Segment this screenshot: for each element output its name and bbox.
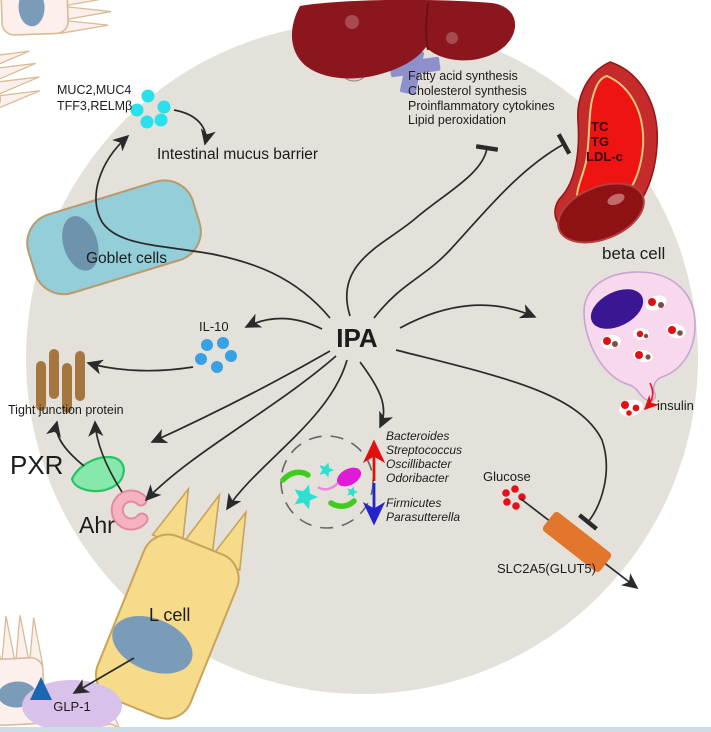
vessel-lipid-ldl: LDL-c bbox=[586, 149, 623, 164]
beta-cell-nucleus bbox=[590, 289, 644, 329]
arrow-ipa-to-microbiome bbox=[359, 361, 394, 429]
goblet-cells-label: Goblet cells bbox=[86, 250, 167, 267]
epithelial-cell bbox=[0, 43, 46, 126]
arrow-ipa-to-beta-cell bbox=[399, 304, 537, 329]
decreased-taxon-1: Firmicutes bbox=[386, 496, 441, 510]
increased-taxon-3: Oscillibacter bbox=[386, 457, 452, 471]
liver-effect-1: Fatty acid synthesis bbox=[408, 69, 518, 83]
arrow-ipa-to-ahr bbox=[144, 355, 337, 502]
beta-cell bbox=[583, 271, 696, 417]
arrow-il10-to-tight-junction bbox=[86, 359, 194, 375]
blood-vessel bbox=[554, 61, 659, 244]
decreased-taxon-2: Parasutterella bbox=[386, 510, 460, 524]
goblet-cell bbox=[26, 179, 202, 296]
inhibit-ipa-to-liver bbox=[345, 144, 499, 317]
glp1-triangle-icon bbox=[30, 677, 52, 700]
vessel-lipid-tg: TG bbox=[591, 134, 609, 149]
liver-effect-3: Proinflammatory cytokines bbox=[408, 99, 555, 113]
beta-cell-label: beta cell bbox=[602, 244, 665, 263]
arrow-ipa-to-epithelium bbox=[150, 350, 331, 443]
glucose-dots bbox=[502, 485, 526, 510]
mucin-genes-line1: MUC2,MUC4 bbox=[57, 83, 131, 97]
mucus-barrier-label: Intestinal mucus barrier bbox=[157, 146, 318, 163]
arrow-ipa-to-mucus bbox=[95, 134, 331, 319]
liver-effect-2: Cholesterol synthesis bbox=[408, 84, 527, 98]
l-cell bbox=[95, 486, 247, 720]
slc2a5-transporter bbox=[542, 511, 612, 573]
arrow-lcell-to-glp1 bbox=[72, 657, 135, 694]
arrow-pxr-to-tight-junction bbox=[46, 420, 85, 467]
insulin-granules bbox=[601, 295, 686, 363]
microbiome-boundary bbox=[280, 435, 374, 529]
increased-taxon-4: Odoribacter bbox=[386, 471, 450, 485]
glp1-label: GLP-1 bbox=[53, 699, 91, 714]
il10-dots bbox=[195, 337, 237, 373]
l-cell-label: L cell bbox=[149, 605, 190, 625]
arrow-ipa-to-il10 bbox=[244, 313, 323, 330]
arrow-beta-to-insulin bbox=[643, 382, 659, 411]
increased-taxon-1: Bacteroides bbox=[386, 429, 449, 443]
ahr-receptor bbox=[110, 489, 149, 531]
increased-taxon-2: Streptococcus bbox=[386, 443, 462, 457]
vessel-lipid-tc: TC bbox=[591, 119, 609, 134]
insulin-label: insulin bbox=[657, 398, 694, 413]
insulin-secreted bbox=[619, 399, 643, 417]
bacterium-flagellate-icon bbox=[336, 467, 362, 487]
mucin-genes-line2: TFF3,RELMβ bbox=[57, 99, 132, 113]
il10-label: IL-10 bbox=[199, 319, 229, 334]
arrow-ipa-to-l-cell bbox=[226, 359, 348, 511]
pxr-receptor bbox=[70, 455, 125, 493]
gut-lumen-background bbox=[26, 22, 698, 694]
pathway-arrows bbox=[46, 109, 659, 694]
glucose-label: Glucose bbox=[483, 469, 531, 484]
inhibit-ipa-to-glut5 bbox=[395, 349, 608, 531]
inhibit-ipa-to-blood-lipids bbox=[373, 133, 572, 319]
ahr-label: Ahr bbox=[79, 512, 115, 538]
bottom-edge-strip bbox=[0, 727, 711, 732]
glp1-hormone bbox=[22, 677, 122, 732]
bacterium-rod-icon bbox=[280, 469, 311, 483]
tight-junction-label: Tight junction protein bbox=[8, 403, 124, 417]
liver bbox=[291, 0, 516, 95]
liver-effect-4: Lipid peroxidation bbox=[408, 113, 506, 127]
bacterium-rod-icon bbox=[328, 498, 357, 509]
arrow-ahr-to-tight-junction bbox=[88, 420, 123, 493]
ipa-center-label: IPA bbox=[336, 323, 378, 353]
arrow-mucin-to-barrier bbox=[173, 109, 216, 146]
epithelial-cell bbox=[0, 0, 113, 37]
bacterium-flagellum-icon bbox=[317, 482, 339, 491]
tight-junction-protein bbox=[36, 349, 85, 413]
mucin-dots bbox=[130, 89, 171, 129]
pxr-label: PXR bbox=[10, 450, 63, 480]
gut-microbiome bbox=[280, 435, 374, 529]
glut5-transporter-label: SLC2A5(GLUT5) bbox=[497, 561, 596, 576]
